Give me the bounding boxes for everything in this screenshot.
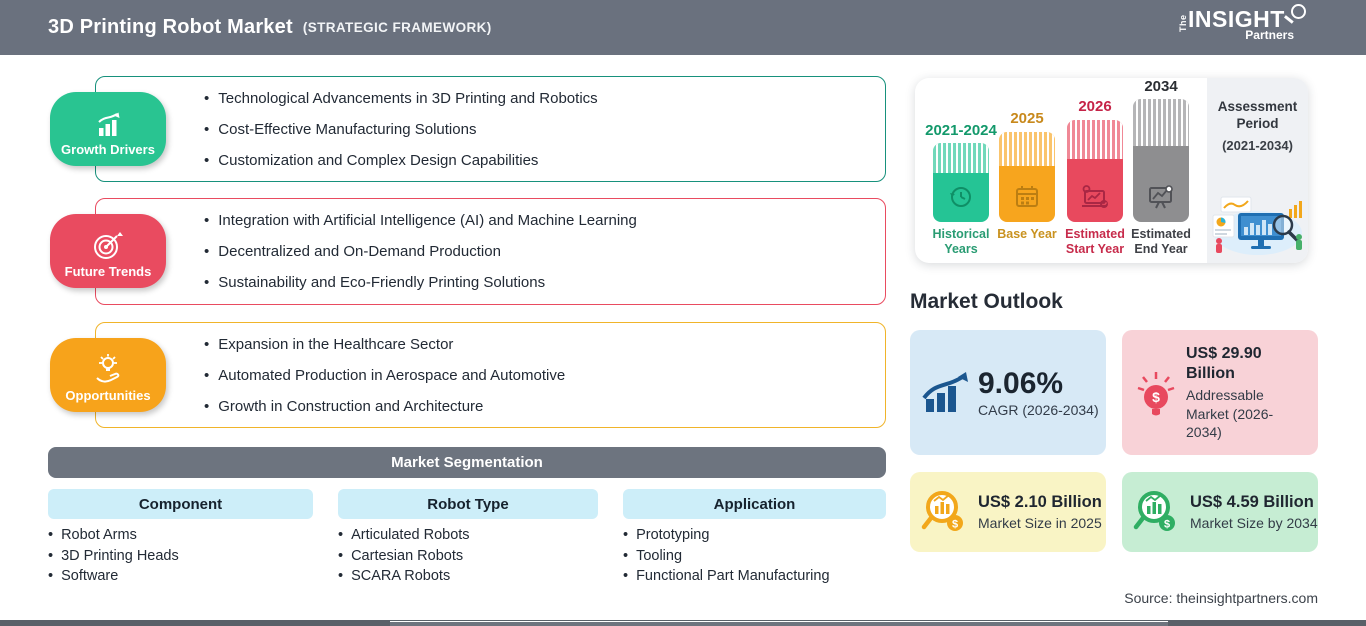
svg-text:$: $ bbox=[952, 519, 958, 531]
insight-partners-logo: The INSIGHT Partners bbox=[1178, 4, 1308, 48]
timeline-bar-base-year bbox=[999, 132, 1055, 222]
list-item: Prototyping bbox=[623, 525, 830, 546]
market-segmentation-title: Market Segmentation bbox=[391, 454, 543, 471]
opportunities-badge: Opportunities bbox=[50, 338, 166, 412]
magnifier-chart-icon: $ bbox=[921, 491, 963, 531]
forecast-device-icon bbox=[1082, 185, 1108, 208]
target-icon bbox=[94, 232, 123, 259]
cagr-label: CAGR (2026-2034) bbox=[978, 401, 1099, 418]
market-outlook-title: Market Outlook bbox=[910, 290, 1063, 313]
future-trends-panel: Integration with Artificial Intelligence… bbox=[95, 198, 886, 305]
analytics-illustration bbox=[1212, 196, 1302, 255]
cagr-value: 9.06% bbox=[978, 366, 1064, 400]
calendar-icon bbox=[1016, 186, 1038, 207]
application-list: Prototyping Tooling Functional Part Manu… bbox=[623, 525, 830, 587]
page-title: 3D Printing Robot Market bbox=[48, 16, 293, 38]
header-bar: 3D Printing Robot Market (STRATEGIC FRAM… bbox=[0, 0, 1366, 55]
timeline-year: 2021-2024 bbox=[925, 122, 997, 139]
growth-driver-item: Technological Advancements in 3D Printin… bbox=[204, 89, 885, 108]
segmentation-column-component: Component bbox=[48, 489, 313, 519]
opportunity-item: Expansion in the Healthcare Sector bbox=[204, 335, 885, 354]
list-item: Articulated Robots bbox=[338, 525, 469, 546]
market-size-2034-card: $ US$ 4.59 Billion Market Size by 2034 bbox=[1122, 472, 1318, 552]
timeline-caption: Historical Years bbox=[932, 227, 990, 256]
growth-chart-icon bbox=[98, 112, 120, 136]
presentation-board-icon bbox=[1149, 185, 1173, 209]
source-attribution: Source: theinsightpartners.com bbox=[1124, 590, 1318, 606]
logo-insight-text: INSIGHT bbox=[1188, 6, 1285, 32]
timeline-caption: Base Year bbox=[997, 227, 1057, 241]
opportunity-item: Growth in Construction and Architecture bbox=[204, 397, 885, 416]
assessment-line2: Period bbox=[1236, 116, 1279, 131]
list-item: Functional Part Manufacturing bbox=[623, 566, 829, 587]
timeline-year: 2025 bbox=[1010, 110, 1044, 127]
timeline-bar-estimated-end bbox=[1133, 99, 1189, 222]
timeline-year: 2026 bbox=[1078, 98, 1112, 115]
timeline-bar-estimated-start bbox=[1067, 120, 1123, 222]
logo-partners-text: Partners bbox=[1245, 28, 1294, 42]
cagr-card: 9.06% CAGR (2026-2034) bbox=[910, 330, 1106, 455]
assessment-line1: Assessment bbox=[1217, 99, 1298, 114]
assessment-period-panel: Assessment Period (2021-2034) bbox=[1207, 78, 1308, 263]
growth-drivers-label: Growth Drivers bbox=[61, 142, 155, 157]
bottom-divider-bar bbox=[0, 620, 1366, 626]
addressable-market-label: Addressable Market (2026-2034) bbox=[1186, 387, 1274, 440]
magnifier-lens-icon bbox=[1291, 4, 1306, 19]
clock-history-icon bbox=[950, 187, 971, 207]
svg-text:$: $ bbox=[1152, 389, 1160, 405]
magnifier-chart-icon: $ bbox=[1133, 491, 1175, 531]
timeline-bar-historical bbox=[933, 143, 989, 222]
list-item: Cartesian Robots bbox=[338, 546, 470, 567]
svg-text:$: $ bbox=[1164, 519, 1170, 531]
list-item: Robot Arms bbox=[48, 525, 179, 546]
logo-the-text: The bbox=[1178, 14, 1188, 32]
list-item: SCARA Robots bbox=[338, 566, 470, 587]
market-size-2034-value: US$ 4.59 Billion bbox=[1190, 492, 1314, 511]
future-trend-item: Sustainability and Eco-Friendly Printing… bbox=[204, 273, 885, 292]
list-item: Software bbox=[48, 566, 179, 587]
opportunities-panel: Expansion in the Healthcare Sector Autom… bbox=[95, 322, 886, 428]
market-segmentation-header: Market Segmentation bbox=[48, 447, 886, 478]
addressable-market-value: US$ 29.90 Billion bbox=[1186, 345, 1262, 382]
market-size-2025-label: Market Size in 2025 bbox=[978, 514, 1102, 531]
growth-drivers-badge: Growth Drivers bbox=[50, 92, 166, 166]
timeline-caption: Estimated Start Year bbox=[1065, 227, 1125, 256]
list-item: 3D Printing Heads bbox=[48, 546, 179, 567]
future-trend-item: Integration with Artificial Intelligence… bbox=[204, 211, 885, 230]
timeline-caption: Estimated End Year bbox=[1131, 227, 1191, 256]
market-size-2025-value: US$ 2.10 Billion bbox=[978, 492, 1102, 511]
bulb-hand-icon bbox=[96, 354, 120, 383]
bottom-divider-segment bbox=[390, 621, 1168, 626]
future-trends-label: Future Trends bbox=[64, 264, 152, 279]
segmentation-column-application: Application bbox=[623, 489, 886, 519]
bulb-dollar-icon: $ bbox=[1137, 372, 1175, 416]
future-trends-badge: Future Trends bbox=[50, 214, 166, 288]
market-size-2025-card: $ US$ 2.10 Billion Market Size in 2025 bbox=[910, 472, 1106, 552]
growth-driver-item: Cost-Effective Manufacturing Solutions bbox=[204, 120, 885, 139]
assessment-years: (2021-2034) bbox=[1222, 138, 1293, 153]
opportunities-label: Opportunities bbox=[65, 388, 151, 403]
assessment-timeline-card: 2021-2024 2025 2026 2034 bbox=[915, 78, 1308, 263]
segmentation-column-robot-type: Robot Type bbox=[338, 489, 598, 519]
timeline-year: 2034 bbox=[1144, 78, 1178, 95]
list-item: Tooling bbox=[623, 546, 830, 567]
robot-type-list: Articulated Robots Cartesian Robots SCAR… bbox=[338, 525, 470, 587]
growth-driver-item: Customization and Complex Design Capabil… bbox=[204, 151, 885, 170]
component-list: Robot Arms 3D Printing Heads Software bbox=[48, 525, 179, 587]
opportunity-item: Automated Production in Aerospace and Au… bbox=[204, 366, 885, 385]
market-size-2034-label: Market Size by 2034 bbox=[1190, 514, 1318, 531]
growth-drivers-panel: Technological Advancements in 3D Printin… bbox=[95, 76, 886, 182]
growth-bars-arrow-icon bbox=[922, 371, 968, 412]
future-trend-item: Decentralized and On-Demand Production bbox=[204, 242, 885, 261]
page-subtitle: (STRATEGIC FRAMEWORK) bbox=[302, 20, 492, 35]
addressable-market-card: $ US$ 29.90 Billion Addressable Market (… bbox=[1122, 330, 1318, 455]
